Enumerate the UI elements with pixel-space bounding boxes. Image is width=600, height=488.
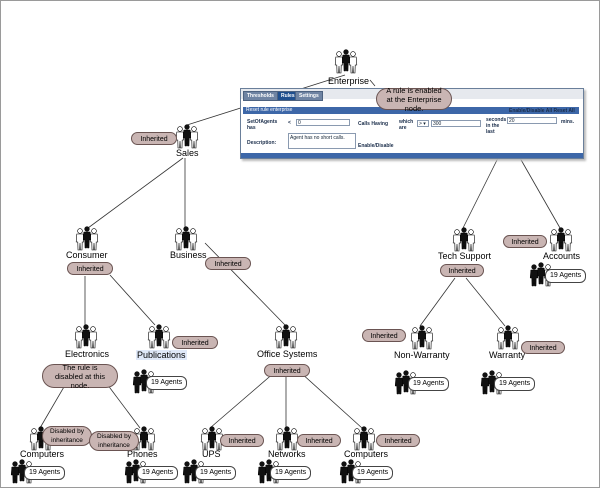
agents-badge-networks[interactable]: 19 Agents: [270, 466, 312, 480]
edge-techsupport-nonwarranty: [419, 277, 456, 327]
accounts-icon[interactable]: [545, 226, 577, 252]
agents-badge-computers-right[interactable]: 19 Agents: [352, 466, 394, 480]
node-networks[interactable]: Networks: [268, 449, 306, 459]
electronics-icon[interactable]: [70, 323, 102, 349]
description-textarea[interactable]: Agent has no short calls.: [288, 133, 356, 149]
warranty-icon[interactable]: [492, 324, 524, 350]
panel-header: Reset rule enterprise: [243, 107, 579, 114]
panel-footer-bar: [241, 153, 583, 158]
agents-badge-computers-left[interactable]: 19 Agents: [24, 466, 66, 480]
business-icon[interactable]: [170, 225, 202, 251]
inherited-badge-publications: Inherited: [172, 336, 218, 349]
enable-disable-all-link[interactable]: Enable/Disable All Reset All: [509, 108, 575, 114]
node-tech-support[interactable]: Tech Support: [438, 251, 492, 261]
enabled-rule-callout: A rule is enabled at the Enterprise node…: [376, 86, 452, 113]
publications-icon[interactable]: [143, 323, 175, 349]
mins-value-input[interactable]: 20: [507, 117, 557, 124]
node-accounts[interactable]: Accounts: [543, 251, 581, 261]
edge-consumer-publications: [109, 274, 156, 326]
agents-badge-phones[interactable]: 19 Agents: [137, 466, 179, 480]
inherited-badge-networks: Inherited: [297, 434, 341, 447]
which-value-input[interactable]: 300: [431, 120, 481, 127]
description-label: Description:: [247, 140, 277, 146]
edge-sales-consumer: [87, 157, 184, 229]
inherited-badge-ups: Inherited: [220, 434, 264, 447]
agents-badge-accounts[interactable]: 19 Agents: [545, 269, 587, 283]
inherited-badge-consumer: Inherited: [67, 262, 113, 275]
agents-badge-ups[interactable]: 19 Agents: [195, 466, 237, 480]
agents-badge-non-warranty[interactable]: 19 Agents: [408, 377, 450, 391]
node-ups[interactable]: UPS: [202, 449, 221, 459]
which-are-label: which are: [399, 119, 414, 131]
edge-enterprise-techsupport: [369, 79, 376, 87]
agents-label: SetOfAgents has: [247, 119, 278, 131]
edge-techsupport-warranty: [465, 277, 506, 327]
non-warranty-icon[interactable]: [406, 324, 438, 350]
mins-label: mins.: [561, 119, 575, 125]
node-computers-right[interactable]: Computers: [344, 449, 389, 459]
inherited-badge-non-warranty: Inherited: [362, 329, 406, 342]
consumer-icon[interactable]: [71, 225, 103, 251]
node-enterprise[interactable]: Enterprise: [328, 76, 370, 86]
edge-panel-techsupport: [461, 157, 499, 231]
node-office-systems[interactable]: Office Systems: [257, 349, 318, 359]
tech-support-icon[interactable]: [448, 226, 480, 252]
seconds-label: seconds in the last: [486, 117, 507, 135]
tab-thresholds[interactable]: Thresholds: [243, 91, 278, 101]
inherited-badge-tech-support: Inherited: [440, 264, 484, 277]
which-operator-select[interactable]: > ▾: [417, 120, 429, 127]
node-sales[interactable]: Sales: [176, 148, 199, 158]
inherited-badge-computers-right: Inherited: [376, 434, 420, 447]
enable-disable-checkbox-label[interactable]: Enable/Disable: [358, 143, 394, 149]
office-systems-icon[interactable]: [270, 323, 302, 349]
inherited-badge-business: Inherited: [205, 257, 251, 270]
edge-officesystems-computers: [299, 371, 363, 429]
inherited-badge-accounts: Inherited: [503, 235, 547, 248]
inherited-badge-office-systems: Inherited: [264, 364, 310, 377]
node-warranty[interactable]: Warranty: [489, 350, 526, 360]
agents-badge-publications[interactable]: 19 Agents: [146, 376, 188, 390]
edge-officesystems-ups: [209, 371, 276, 429]
node-electronics[interactable]: Electronics: [65, 349, 110, 359]
node-publications[interactable]: Publications: [136, 350, 187, 360]
node-computers-left[interactable]: Computers: [20, 449, 65, 459]
calls-having-label: Calls Having: [358, 121, 389, 127]
edge-business-officesystems: [204, 242, 286, 326]
tab-settings[interactable]: Settings: [295, 91, 323, 101]
agents-operator: <: [288, 120, 291, 126]
agents-badge-warranty[interactable]: 19 Agents: [494, 377, 536, 391]
edge-panel-accounts: [519, 157, 561, 229]
node-phones[interactable]: Phones: [127, 449, 158, 459]
disabled-badge-phones: Disabled by inheritance: [89, 431, 139, 451]
inherited-badge-warranty: Inherited: [521, 341, 565, 354]
node-consumer[interactable]: Consumer: [66, 250, 108, 260]
agents-value-input[interactable]: 0: [296, 119, 350, 126]
disabled-badge-computers: Disabled by inheritance: [42, 426, 92, 446]
inherited-badge-sales: Inherited: [131, 132, 177, 145]
enterprise-icon[interactable]: [330, 48, 362, 74]
node-non-warranty[interactable]: Non-Warranty: [394, 350, 450, 360]
disabled-rule-callout: The rule is disabled at this node.: [42, 363, 118, 390]
node-business[interactable]: Business: [170, 250, 207, 260]
